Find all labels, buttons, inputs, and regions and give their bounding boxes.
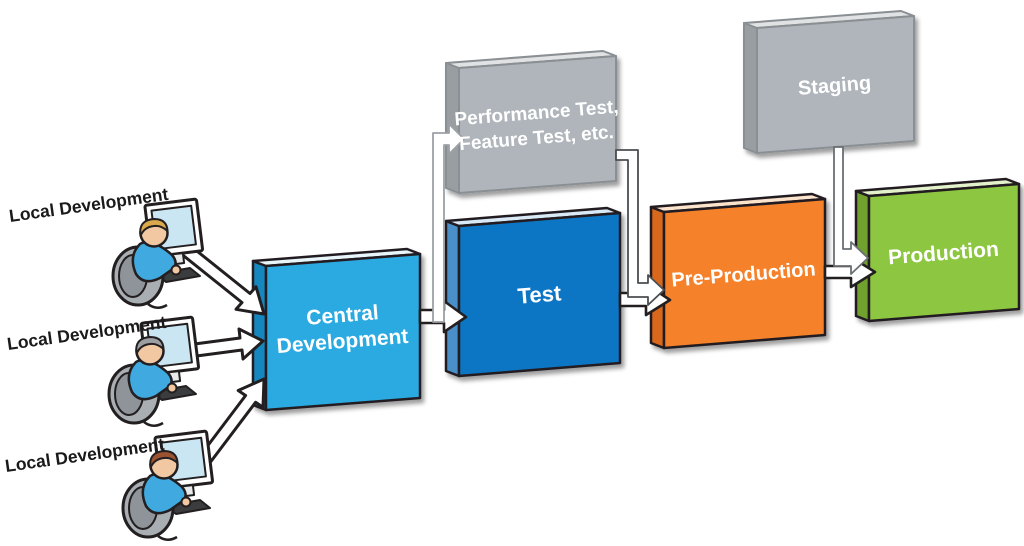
label-test: Test: [517, 280, 563, 308]
box-front-face: [457, 211, 622, 378]
box-front-face: [264, 252, 422, 412]
arrow-staging-to-production: [833, 146, 869, 275]
label-local-development-3: Local Development: [4, 434, 166, 476]
label-central-line1: Central: [306, 301, 380, 330]
box-central-development: [251, 247, 422, 412]
arrow-local3-to-central: [199, 377, 266, 463]
arrow-performance-test-to-preproduction: [615, 149, 665, 306]
box-side-face: [743, 22, 758, 154]
developer-1: [111, 197, 206, 310]
box-staging: [743, 10, 915, 154]
box-front-face: [756, 15, 915, 154]
arrow-up-to-performance-test: [432, 123, 465, 323]
box-production: [854, 177, 1021, 323]
box-pre-production: [649, 192, 827, 350]
box-side-face: [649, 205, 666, 350]
box-front-face: [867, 182, 1021, 323]
box-test: [444, 206, 622, 378]
box-side-face: [444, 219, 461, 378]
box-front-face: [458, 55, 617, 194]
